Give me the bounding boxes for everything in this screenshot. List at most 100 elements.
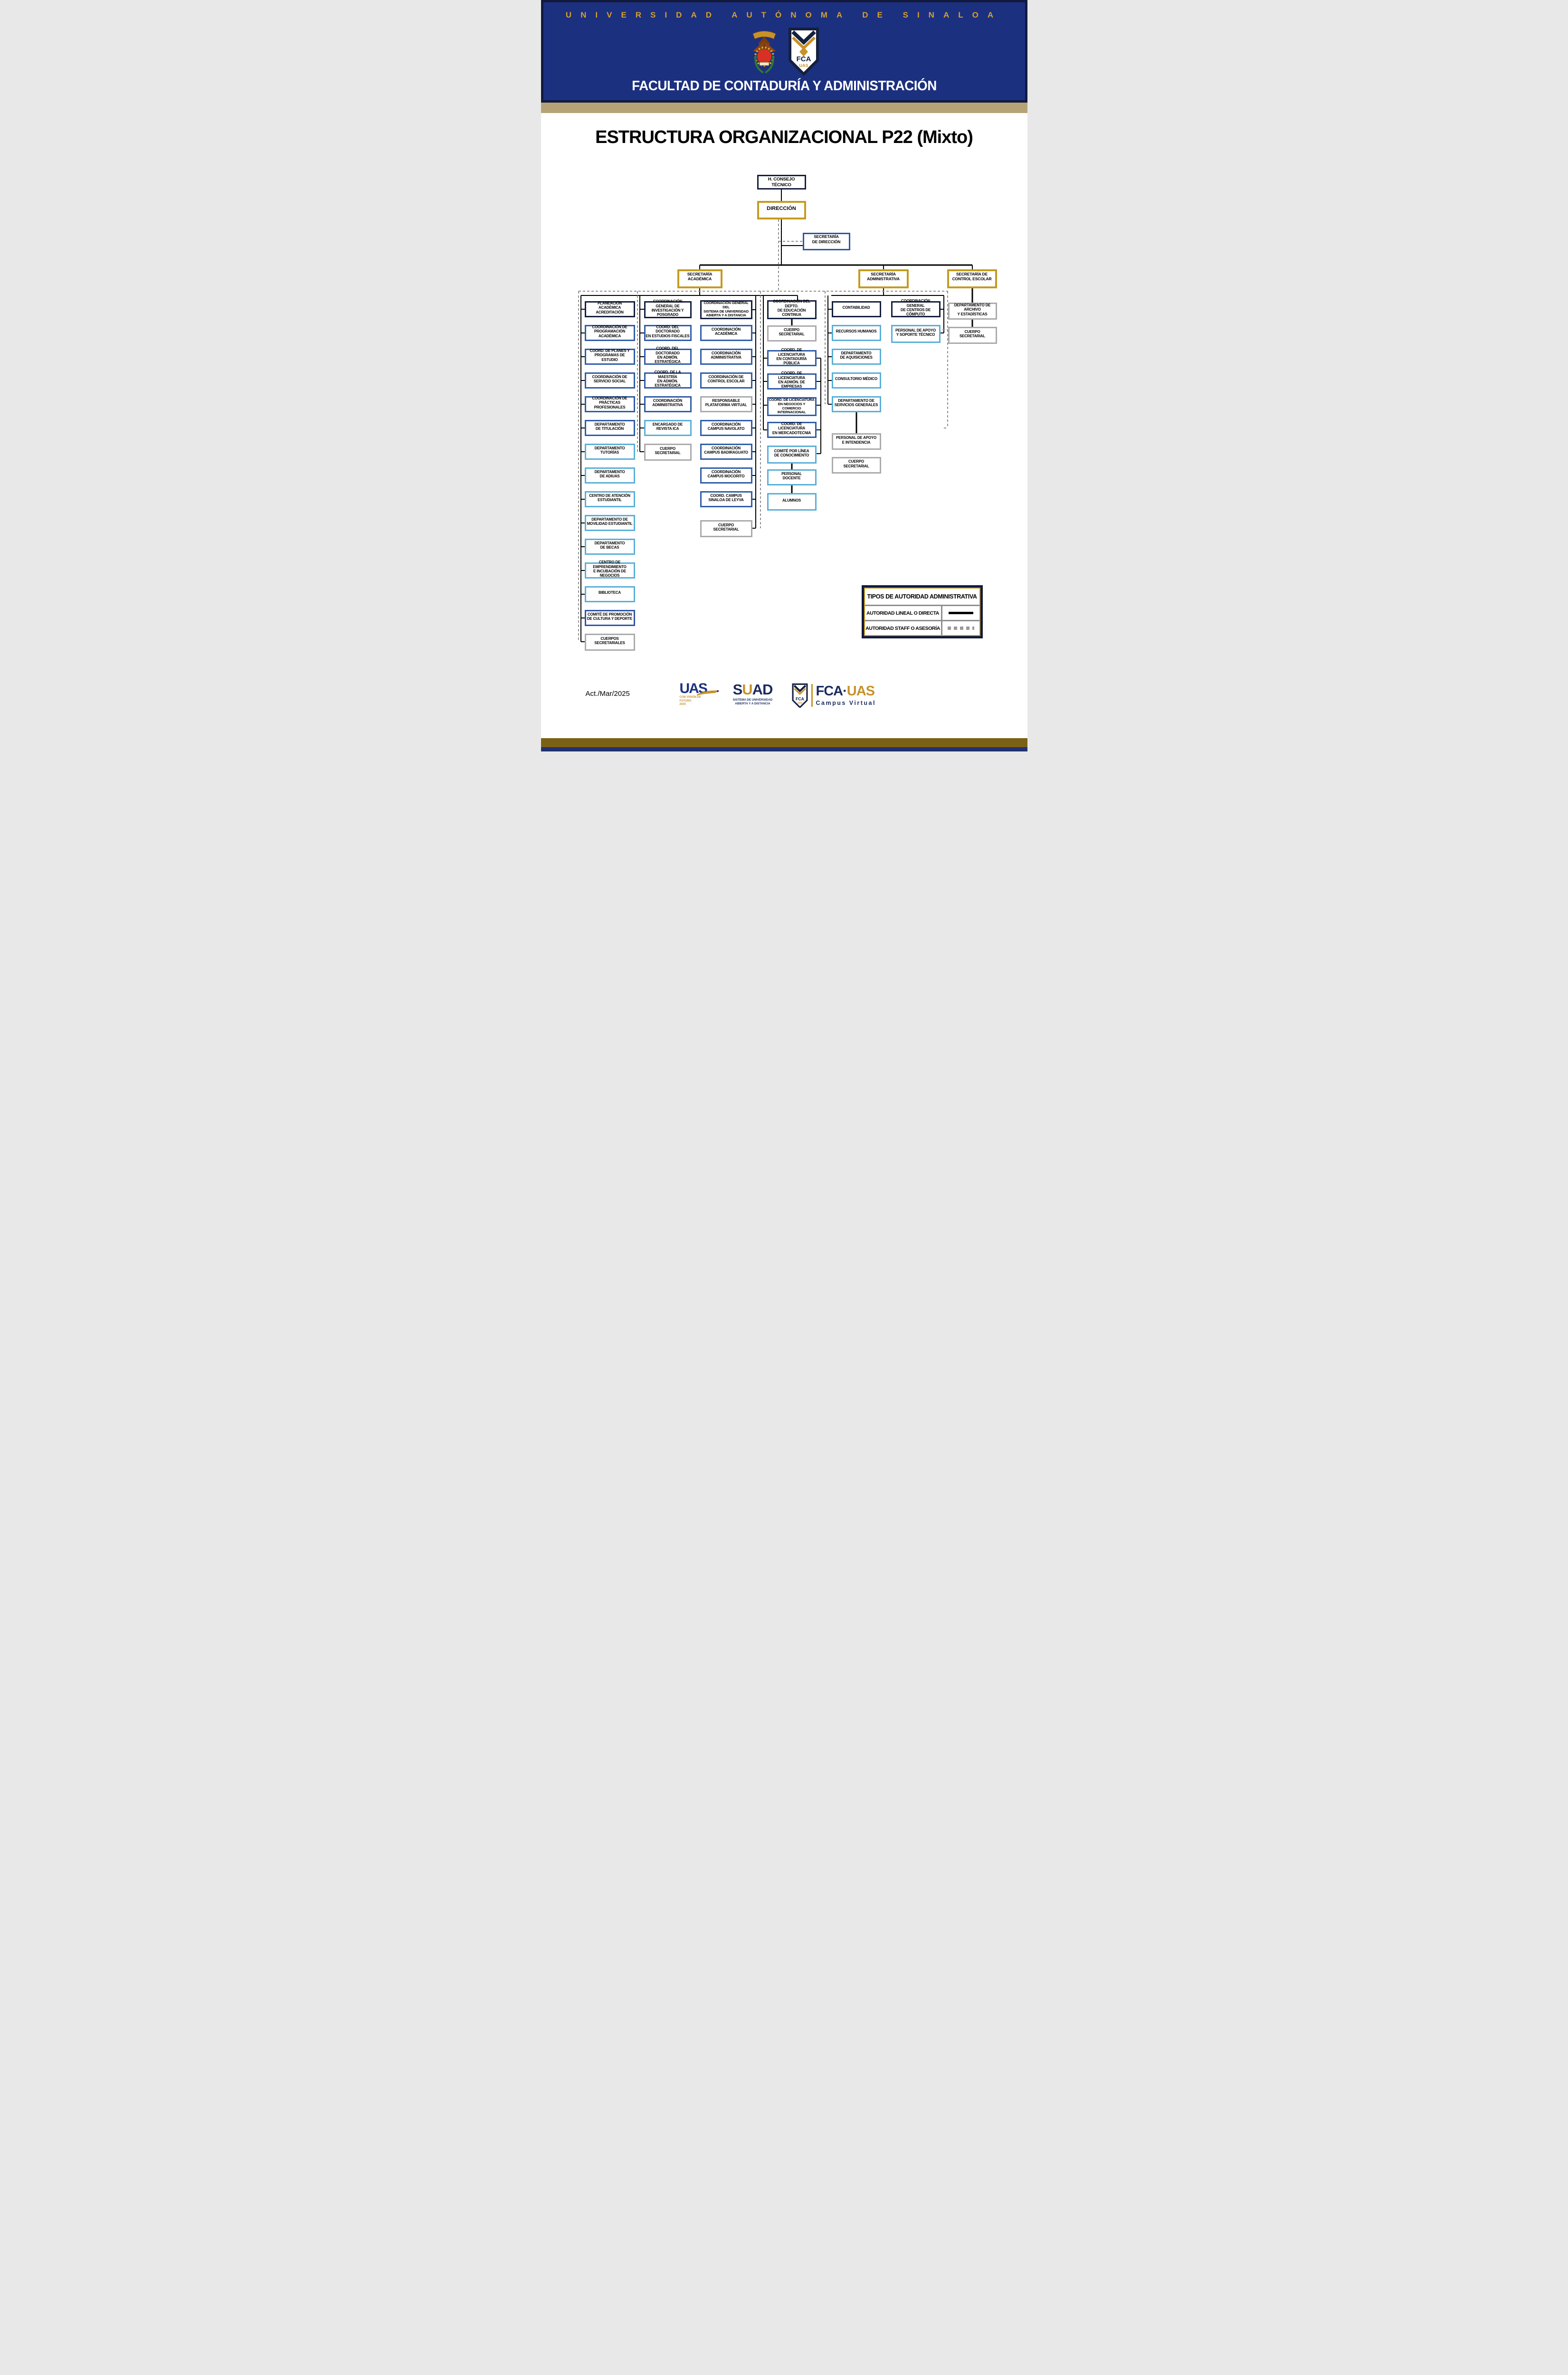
suad-wordmark: SUAD [730,681,776,698]
org-box-adiuas[interactable]: DEPARTAMENTO DE ADIUAS [584,467,635,484]
suad-caption: SISTEMA DE UNIVERSIDAD ABIERTA Y A DISTA… [732,698,773,706]
org-box-suad-administrativa[interactable]: COORDINACIÓN ADMINISTRATIVA [700,349,752,365]
solid-connectors [580,190,973,642]
svg-text:FCA: FCA [796,55,811,63]
uas-crest-logo [752,31,776,74]
org-box-titulacion[interactable]: DEPARTAMENTO DE TITULACIÓN [584,420,635,436]
org-box-secretaria-control-escolar[interactable]: SECRETARÍA DE CONTROL ESCOLAR [947,269,997,288]
uas-word: UAS [846,684,875,699]
legend-title: TIPOS DE AUTORIDAD ADMINISTRATIVA [865,589,979,606]
org-box-contabilidad[interactable]: CONTABILIDAD [831,301,881,317]
org-box-doctorado-fiscales[interactable]: COORD. DEL DOCTORADO EN ESTUDIOS FISCALE… [644,325,692,341]
org-box-planes-programas[interactable]: COORD. DE PLANES Y PROGRAMAS DE ESTUDIO [584,349,635,365]
org-box-suad-general[interactable]: COORDINACIÓN GENERAL DEL SISTEMA DE UNIV… [700,300,752,319]
org-box-cuerpo-secretarial-suad[interactable]: CUERPO SECRETARIAL [700,520,752,537]
org-box-biblioteca[interactable]: BIBLIOTECA [584,586,635,602]
header-banner: UNIVERSIDAD AUTÓNOMA DE SINALOA FCA UAS [541,0,1027,103]
org-box-secretaria-de-direccion[interactable]: SECRETARÍA DE DIRECCIÓN [802,233,850,250]
org-box-tutorias[interactable]: DEPARTAMENTO TUTORÍAS [584,444,635,460]
org-box-consultorio-medico[interactable]: CONSULTORIO MÉDICO [831,372,881,389]
org-box-apoyo-soporte-tecnico[interactable]: PERSONAL DE APOYO Y SOPORTE TÉCNICO [891,325,941,343]
org-box-maestria-admon[interactable]: COORD. DE LA MAESTRÍA EN ADMÓN. ESTRATÉG… [644,370,692,389]
suad-logo: SUAD SISTEMA DE UNIVERSIDAD ABIERTA Y A … [730,681,776,706]
org-box-atencion-estudiantil[interactable]: CENTRO DE ATENCIÓN ESTUDIANTIL [584,491,635,507]
org-box-cuerpos-secretariales[interactable]: CUERPOS SECRETARIALES [584,634,635,651]
footer-gold-bar [541,738,1027,747]
org-box-servicio-social[interactable]: COORDINACIÓN DE SERVICIO SOCIAL [584,372,635,389]
page-title: ESTRUCTURA ORGANIZACIONAL P22 (Mixto) [595,127,973,147]
legend-label-lineal: AUTORIDAD LINEAL O DIRECTA [866,610,939,616]
org-box-recursos-humanos[interactable]: RECURSOS HUMANOS [831,325,881,341]
faculty-name: FACULTAD DE CONTADURÍA Y ADMINISTRACIÓN [631,78,937,94]
org-box-archivo-estadisticas[interactable]: DEPARTAMENTO DE ARCHIVO Y ESTADÍSTICAS [948,303,997,320]
legend-row-staff: AUTORIDAD STAFF O ASESORÍA [865,620,979,635]
uas-tagline: CON VISIÓN DE FUTURO 2025 [679,696,701,706]
org-box-comite-linea-conocimiento[interactable]: COMITÉ POR LÍNEA DE CONOCIMIENTO [767,446,817,464]
svg-text:FCA: FCA [796,696,805,701]
org-box-investigacion-posgrado[interactable]: COORDINACIÓN GENERAL DE INVESTIGACIÓN Y … [644,299,692,318]
suad-eagle-letter: U [742,681,752,698]
legend-tipos-autoridad: TIPOS DE AUTORIDAD ADMINISTRATIVA AUTORI… [861,585,983,638]
org-box-cuerpo-secretarial-admin[interactable]: CUERPO SECRETARIAL [831,457,881,474]
org-box-becas[interactable]: DEPARTAMENTO DE BECAS [584,539,635,555]
org-box-revista-ica[interactable]: ENCARGADO DE REVISTA ICA [644,420,692,436]
dashed-connectors [578,219,948,642]
org-box-direccion[interactable]: DIRECCIÓN [757,201,806,219]
fca-campus-virtual-logo: FCA UAS FCA·UAS Campus Virtual [792,683,876,708]
org-box-centros-computo[interactable]: COORDINACIÓN GENERAL DE CENTROS DE CÓMPU… [891,299,941,317]
solid-line-sample [948,612,973,614]
org-box-servicios-generales[interactable]: DEPARTAMENTO DE SERVICIOS GENERALES [831,396,881,412]
org-chart-page: UNIVERSIDAD AUTÓNOMA DE SINALOA FCA UAS [541,0,1027,751]
tan-divider-stripe [541,103,1027,113]
last-updated-date: Act./Mar/2025 [585,690,630,698]
header-logos: FCA UAS [543,27,1025,76]
org-box-emprendimiento[interactable]: CENTRO DE EMPRENDIMIENTO E INCUBACIÓN DE… [584,560,635,579]
fca-shield-logo: FCA UAS [788,28,819,76]
org-box-cultura-deporte[interactable]: COMITÉ DE PROMOCIÓN DE CULTURA Y DEPORTE [584,610,635,626]
org-box-doctorado-admon[interactable]: COORD. DEL DOCTORADO EN ADMÓN. ESTRATÉGI… [644,346,692,365]
university-name: UNIVERSIDAD AUTÓNOMA DE SINALOA [565,10,1003,19]
org-box-suad-academica[interactable]: COORDINACIÓN ACADÉMICA [700,325,752,341]
org-box-practicas-profesionales[interactable]: COORDINACIÓN DE PRÁCTICAS PROFESIONALES [584,396,635,412]
legend-swatch-solid [941,606,979,620]
uas-footer-logo: UAS CON VISIÓN DE FUTURO 2025 [679,682,720,707]
org-box-apoyo-intendencia[interactable]: PERSONAL DE APOYO E INTENDENCIA [831,433,881,450]
fca-shield-small-icon: FCA UAS [792,683,808,708]
org-box-adquisiciones[interactable]: DEPARTAMENTO DE AQUISICIONES [831,349,881,365]
org-box-cuerpo-secretarial-educacion[interactable]: CUERPO SECRETARIAL [767,325,817,342]
org-box-secretaria-academica[interactable]: SECRETARÍA ACADÉMICA [677,269,722,288]
org-box-lic-contaduria[interactable]: COORD. DE LICENCIATURA EN CONTADURÍA PÚB… [767,348,817,366]
org-box-educacion-continua[interactable]: COORDINACIÓN DEL DEPTO. DE EDUCACIÓN CON… [767,299,817,319]
org-box-campus-navolato[interactable]: COORDINACIÓN CAMPUS NAVOLATO [700,420,752,436]
fca-word: FCA [816,684,844,699]
uas-eagle-icon [696,690,720,695]
org-box-suad-control-escolar[interactable]: COORDINACIÓN DE CONTROL ESCOLAR [700,372,752,389]
org-box-lic-negocios-comercio[interactable]: COORD. DE LICENCIATURA EN NEGOCIOS Y COM… [767,397,817,416]
fca-uas-wordmark: FCA·UAS Campus Virtual [816,684,876,707]
org-box-lic-admon-empresas[interactable]: COORD. DE LICENCIATURA EN ADMÓN. DE EMPR… [767,371,817,390]
fca-dot: · [843,684,847,699]
legend-row-lineal: AUTORIDAD LINEAL O DIRECTA [865,606,979,620]
org-box-campus-badiraguato[interactable]: COORDINACIÓN CAMPUS BADIRAGUATO [700,444,752,460]
footer-navy-bar [541,747,1027,751]
suad-letters-ad: AD [752,681,773,698]
org-box-cuerpo-secretarial-posgrado[interactable]: CUERPO SECRETARIAL [644,444,692,461]
dashed-line-sample [947,627,974,630]
org-box-cuerpo-secretarial-control[interactable]: CUERPO SECRETARIAL [948,327,997,344]
org-box-planeacion-academica[interactable]: PLANEACIÓN ACADÉMICA ACREDITACIÓN [584,301,635,317]
org-box-alumnos[interactable]: ALUMNOS [767,493,817,511]
org-box-lic-mercadotecnia[interactable]: COORD. DE LICENCIATURA EN MERCADOTECNIA [767,422,817,438]
org-box-secretaria-administrativa[interactable]: SECRETARÍA ADMINISTRATIVA [858,269,909,288]
org-box-coord-administrativa-posgrado[interactable]: COORDINACIÓN ADMINISTRATIVA [644,396,692,412]
fca-gold-divider [811,684,813,707]
legend-inner: TIPOS DE AUTORIDAD ADMINISTRATIVA AUTORI… [864,588,980,636]
legend-swatch-dashed [941,621,979,635]
org-box-personal-docente[interactable]: PERSONAL DOCENTE [767,469,817,485]
org-box-programacion-academica[interactable]: COORDINACIÓN DE PROGRAMACIÓN ACADÉMICA [584,325,635,341]
org-box-campus-sinaloa-leyva[interactable]: COORD. CAMPUS SINALOA DE LEYVA [700,491,752,507]
org-box-plataforma-virtual[interactable]: RESPONSABLE PLATAFORMA VIRTUAL [700,396,752,412]
org-box-consejo-tecnico[interactable]: H. CONSEJO TÉCNICO [757,175,806,190]
org-box-campus-mocorito[interactable]: COORDINACIÓN CAMPUS MOCORITO [700,467,752,484]
org-box-movilidad-estudiantil[interactable]: DEPARTAMENTO DE MOVILIDAD ESTUDIANTIL [584,515,635,531]
svg-text:UAS: UAS [797,702,802,705]
